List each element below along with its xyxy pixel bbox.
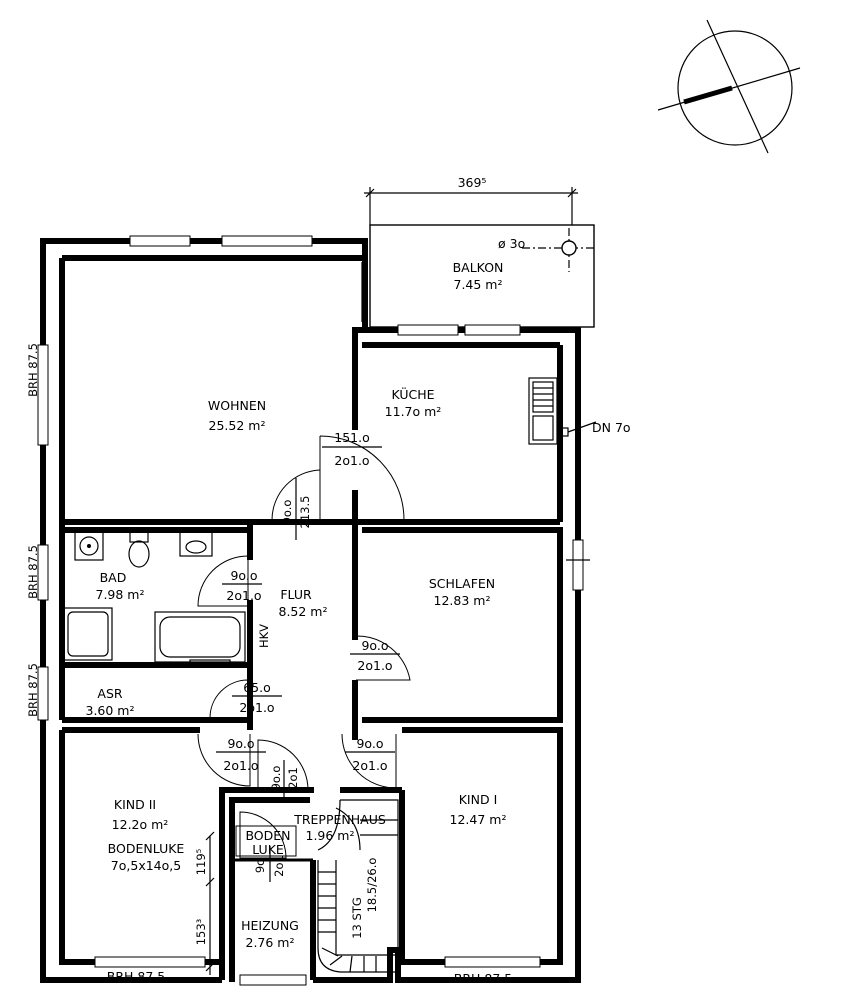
staircase [317,799,399,973]
balcony-dimension: 369⁵ [364,175,578,225]
door-bad [197,555,249,607]
door-schlafen-width: 9o.o [361,638,388,653]
window [464,324,521,336]
shower-icon [63,607,113,661]
room-treppenhaus-name: TREPPENHAUS [293,812,386,827]
room-balkon-name: BALKON [453,260,504,275]
room-asr-area: 3.60 m² [86,703,135,718]
sink-icon [179,531,213,557]
room-labels: BALKON 7.45 m² WOHNEN 25.52 m² KÜCHE 11.… [86,260,631,950]
door-heizung-width: 9o [253,859,267,873]
balcony: ø 3o [361,224,596,328]
room-kind1-area: 12.47 m² [450,812,507,827]
sill-wohnen-west: BRH 87.5 [26,343,40,397]
door-flur-height: 213.5 [298,496,312,529]
door-schlafen-height: 2o1.o [357,658,392,673]
window [444,956,541,968]
drain-label: ø 3o [498,236,525,251]
door-wohnen [319,435,405,521]
balcony-width-label: 369⁵ [458,175,487,190]
sill-heights: BRH 87.5 BRH 87.5 BRH 87.5 BRH 87.5 BRH … [26,343,512,986]
north-arrow-icon [657,19,801,154]
interior-walls [59,255,563,982]
sill-kind1-south: BRH 87.5 [454,971,512,986]
window [221,235,313,247]
window [94,956,206,968]
side-dim-upper: 119⁵ [194,848,208,875]
door-kind2-height: 2o1.o [223,758,258,773]
window [239,974,307,986]
room-flur-name: FLUR [280,587,312,602]
kitchen-sink-icon [528,377,558,445]
doors [197,435,411,859]
door-bad-width: 9o.o [230,568,257,583]
downpipe-label: DN 7o [592,420,631,435]
door-flur [271,469,321,521]
room-kueche-area: 11.7o m² [385,404,442,419]
door-kind2-width: 9o.o [227,736,254,751]
door-wohnen-height: 2o1.o [334,453,369,468]
window [572,539,584,591]
room-bad-name: BAD [100,570,127,585]
bodenluke-right-line2: LUKE [252,842,284,857]
balcony-drain-icon [561,240,577,256]
room-schlafen-name: SCHLAFEN [429,576,495,591]
door-flur-width: 9o.o [280,500,294,525]
stairs-steps: 13 STG [350,897,364,939]
sill-kind2-south: BRH 87.5 [107,969,165,984]
door-heizung [239,811,287,859]
bodenluke-left-size: 7o,5x14o,5 [111,858,181,873]
door-wohnen-width: 151.o [334,430,369,445]
room-treppenhaus-area: 1.96 m² [306,828,355,843]
heating-label: HKV [257,624,271,648]
bathtub-icon [154,611,246,663]
window [129,235,191,247]
room-bad-area: 7.98 m² [96,587,145,602]
door-asr-height: 2o1.o [239,700,274,715]
radiator-icon [189,659,231,667]
window [397,324,459,336]
fixtures [63,377,597,667]
side-dim-lower: 153³ [194,918,208,945]
bodenluke-right-line1: BODEN [245,828,290,843]
door-entry-width: 9o.o [269,766,283,791]
bodenluke-left-name: BODENLUKE [108,841,185,856]
room-asr-name: ASR [97,686,122,701]
washing-machine-icon [74,531,104,561]
door-kind2 [197,733,251,787]
window [37,544,49,601]
door-bad-height: 2o1.o [226,588,261,603]
window [37,666,49,721]
room-kind1-name: KIND I [459,792,498,807]
door-asr-width: 65.o [243,680,271,695]
door-kind1 [341,733,397,789]
room-kind2-name: KIND II [114,797,156,812]
sill-asr-west: BRH 87.5 [26,663,40,717]
door-asr [209,679,249,719]
sill-bad-west: BRH 87.5 [26,545,40,599]
attic-hatch-icon [235,825,297,857]
room-wohnen-area: 25.52 m² [209,418,266,433]
windows [37,235,584,986]
door-kind1-height: 2o1.o [352,758,387,773]
toilet-icon [128,531,150,568]
room-heizung-area: 2.76 m² [246,935,295,950]
room-schlafen-area: 12.83 m² [434,593,491,608]
door-kind1-width: 9o.o [356,736,383,751]
heizung-side-dimension: 119⁵ 153³ [194,831,215,975]
door-schlafen [355,635,411,681]
stairs-rise: 18.5/26.o [365,858,379,913]
room-balkon-area: 7.45 m² [454,277,503,292]
room-kueche-name: KÜCHE [391,386,434,402]
room-kind2-area: 12.2o m² [112,817,169,832]
door-heizung-height: 2o1 [272,855,286,877]
room-flur-area: 8.52 m² [279,604,328,619]
room-wohnen-name: WOHNEN [208,398,266,413]
door-entry [257,739,309,791]
window [37,344,49,446]
room-heizung-name: HEIZUNG [241,918,299,933]
door-labels: 151.o 2o1.o 9o.o 213.5 9o.o 2o1.o 9o.o 2… [216,430,400,882]
door-entry-height: 2o1 [286,767,300,789]
